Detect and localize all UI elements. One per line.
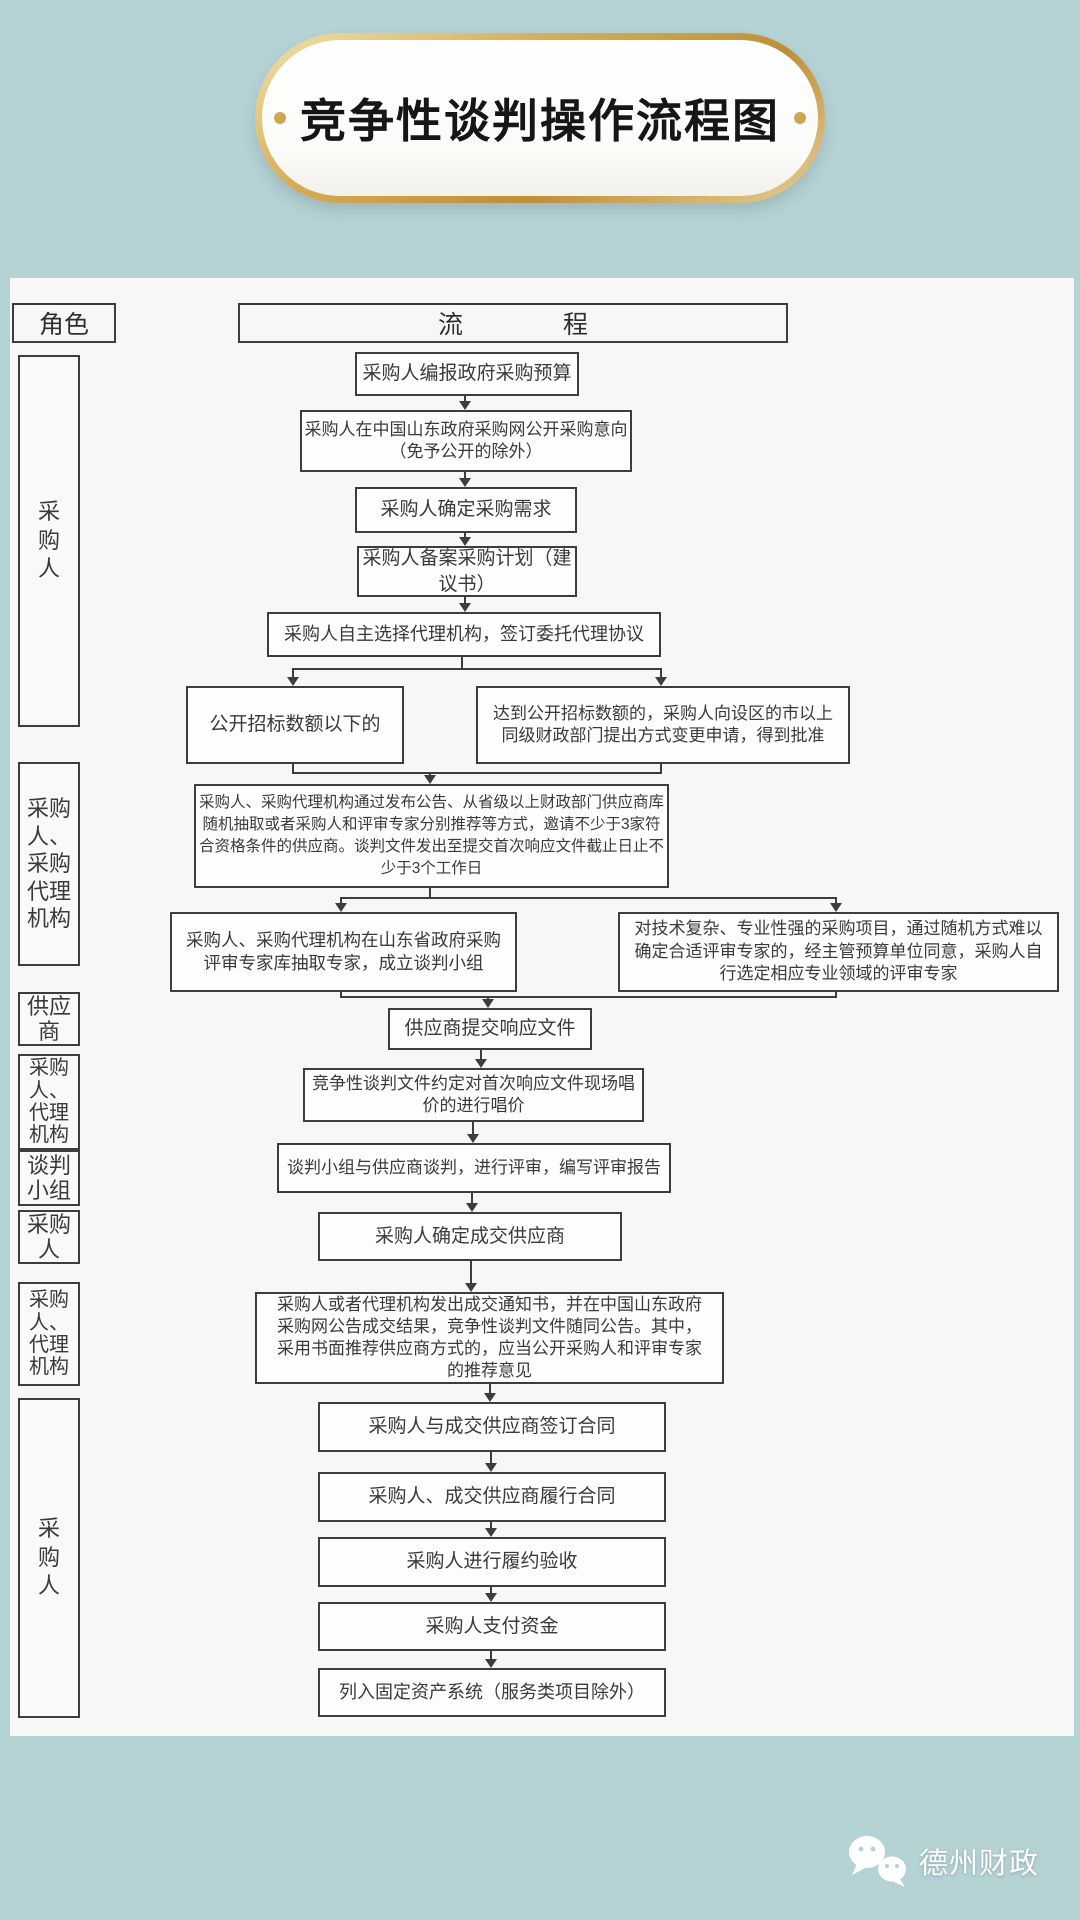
- arrow-down-icon: [485, 1593, 497, 1602]
- arrow-down-icon: [655, 677, 667, 686]
- flow-step-award-notice: 采购人或者代理机构发出成交通知书，并在中国山东政府 采购网公告成交结果，竞争性谈…: [255, 1292, 724, 1384]
- flow-step-select-experts: 对技术复杂、专业性强的采购项目，通过随机方式难以 确定合适评审专家的，经主管预算…: [618, 912, 1059, 992]
- connector-line: [835, 897, 837, 903]
- connector-line: [490, 1448, 492, 1463]
- flow-step-select-agency: 采购人自主选择代理机构，签订委托代理协议: [267, 612, 661, 657]
- watermark: 德州财政: [845, 1833, 1039, 1889]
- flow-step-acceptance: 采购人进行履约验收: [318, 1537, 666, 1587]
- wechat-icon: [849, 1836, 906, 1887]
- flow-step-payment: 采购人支付资金: [318, 1602, 666, 1651]
- connector-line: [470, 1257, 472, 1283]
- connector-line: [660, 668, 662, 677]
- flow-step-negotiate-review: 谈判小组与供应商谈判，进行评审，编写评审报告: [277, 1143, 671, 1193]
- connector-line: [340, 897, 837, 899]
- connector-line: [340, 988, 342, 998]
- role-label-supplier: 供应 商: [18, 992, 80, 1046]
- flow-step-define-needs: 采购人确定采购需求: [355, 487, 577, 533]
- arrow-down-icon: [459, 603, 471, 612]
- role-label-purchaser-3: 采 购 人: [18, 1398, 80, 1718]
- flow-step-draw-experts: 采购人、采购代理机构在山东省政府采购 评审专家库抽取专家，成立谈判小组: [170, 912, 517, 992]
- gold-dot-icon: [274, 112, 286, 124]
- arrow-down-icon: [482, 999, 494, 1008]
- connector-line: [490, 1647, 492, 1659]
- arrow-down-icon: [459, 478, 471, 487]
- arrow-down-icon: [830, 903, 842, 912]
- connector-line: [464, 529, 466, 537]
- arrow-down-icon: [484, 1393, 496, 1402]
- arrow-down-icon: [475, 1059, 487, 1068]
- gold-dot-icon: [794, 112, 806, 124]
- flow-step-above-threshold: 达到公开招标数额的，采购人向设区的市以上 同级财政部门提出方式变更申请，得到批准: [476, 686, 850, 764]
- page-title: 竞争性谈判操作流程图: [300, 95, 780, 147]
- title-pill-inner: 竞争性谈判操作流程图: [262, 40, 818, 196]
- connector-line: [835, 988, 837, 998]
- connector-line: [490, 1518, 492, 1528]
- connector-line: [461, 653, 463, 669]
- role-label-purchaser-1: 采 购 人: [18, 355, 80, 727]
- arrow-down-icon: [459, 537, 471, 546]
- role-label-purchaser-2: 采购 人: [18, 1210, 80, 1264]
- flow-step-below-threshold: 公开招标数额以下的: [186, 686, 404, 764]
- arrow-down-icon: [335, 903, 347, 912]
- connector-line: [292, 772, 662, 774]
- flow-step-price-announce: 竞争性谈判文件约定对首次响应文件现场唱 价的进行唱价: [303, 1068, 644, 1122]
- title-pill: 竞争性谈判操作流程图: [255, 33, 825, 203]
- role-label-purchaser-agency: 采购 人、 采购 代理 机构: [18, 762, 80, 966]
- connector-line: [340, 996, 837, 998]
- arrow-down-icon: [467, 1134, 479, 1143]
- connector-line: [489, 1380, 491, 1393]
- connector-line: [292, 668, 662, 670]
- connector-line: [660, 760, 662, 774]
- connector-line: [429, 772, 431, 776]
- watermark-text: 德州财政: [919, 1848, 1040, 1880]
- connector-line: [340, 897, 342, 903]
- arrow-down-icon: [465, 1283, 477, 1292]
- arrow-down-icon: [485, 1528, 497, 1537]
- connector-line: [292, 760, 294, 774]
- role-label-purchaser-agent: 采购 人、 代理 机构: [18, 1054, 80, 1150]
- flow-step-invite-suppliers: 采购人、采购代理机构通过发布公告、从省级以上财政部门供应商库随机抽取或者采购人和…: [194, 784, 669, 888]
- connector-line: [464, 593, 466, 603]
- process-column-header: 流 程: [238, 303, 788, 343]
- arrow-down-icon: [287, 677, 299, 686]
- connector-line: [487, 996, 489, 999]
- arrow-down-icon: [485, 1463, 497, 1472]
- arrow-down-icon: [424, 775, 436, 784]
- flow-step-submit-response: 供应商提交响应文件: [388, 1008, 592, 1050]
- arrow-down-icon: [466, 1203, 478, 1212]
- connector-line: [471, 1189, 473, 1203]
- flow-step-publish-intent: 采购人在中国山东政府采购网公开采购意向 （免予公开的除外）: [300, 410, 632, 472]
- flow-step-perform-contract: 采购人、成交供应商履行合同: [318, 1472, 666, 1522]
- flow-step-fixed-assets: 列入固定资产系统（服务类项目除外）: [318, 1668, 666, 1717]
- flow-step-file-plan: 采购人备案采购计划（建 议书）: [357, 546, 577, 597]
- connector-line: [490, 1583, 492, 1593]
- connector-line: [480, 1046, 482, 1059]
- connector-line: [472, 1118, 474, 1134]
- flow-step-budget: 采购人编报政府采购预算: [355, 352, 579, 396]
- connector-line: [292, 668, 294, 677]
- flow-step-sign-contract: 采购人与成交供应商签订合同: [318, 1402, 666, 1452]
- arrow-down-icon: [459, 401, 471, 410]
- role-label-purchaser-agent-2: 采购 人、 代理 机构: [18, 1282, 80, 1386]
- role-label-negotiation-team: 谈判 小组: [18, 1150, 80, 1206]
- connector-line: [464, 392, 466, 401]
- role-column-header: 角色: [12, 303, 116, 343]
- connector-line: [464, 468, 466, 478]
- connector-line: [429, 884, 431, 898]
- flow-step-confirm-winner: 采购人确定成交供应商: [318, 1212, 622, 1261]
- arrow-down-icon: [485, 1659, 497, 1668]
